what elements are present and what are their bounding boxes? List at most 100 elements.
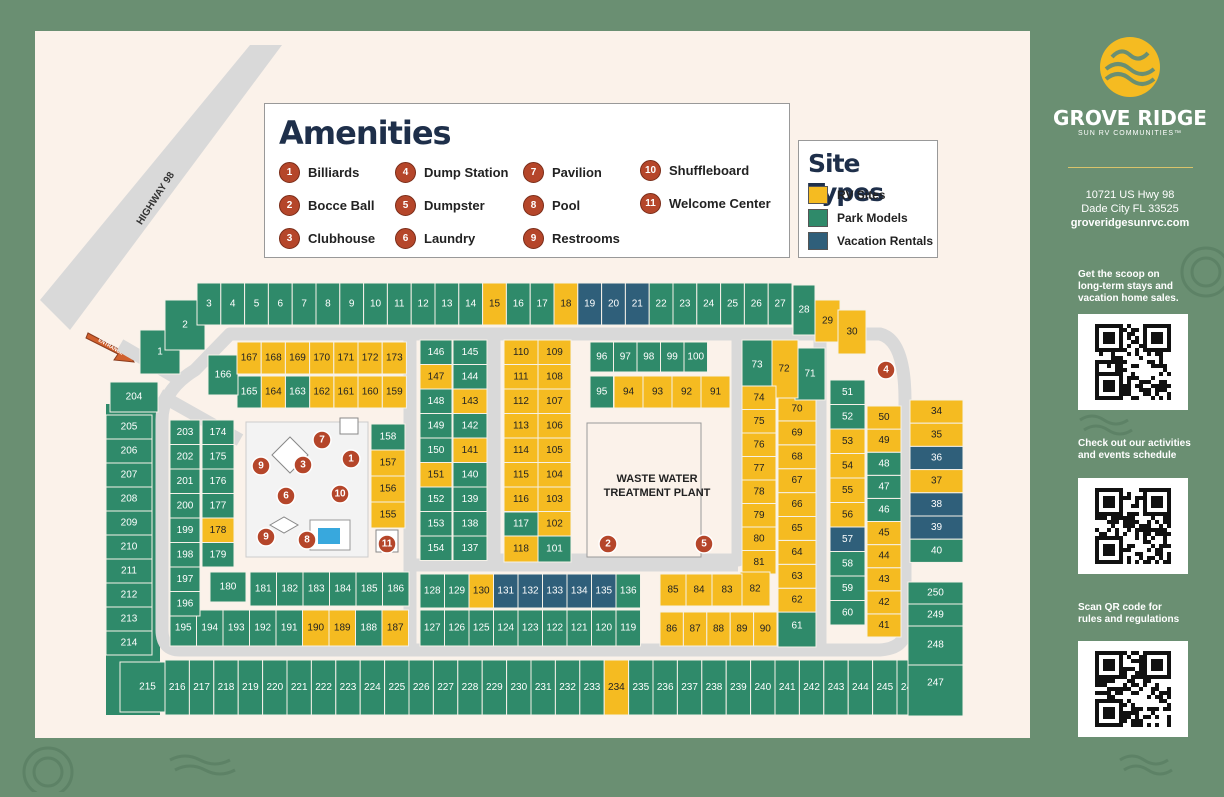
lot-number: 166: [215, 370, 232, 381]
lot-number: 87: [690, 624, 702, 635]
amenity-marker-number: 1: [348, 454, 354, 465]
lot-number: 248: [927, 640, 944, 651]
lot-171: [333, 341, 359, 375]
lot-number: 187: [387, 623, 404, 634]
qr-pattern-icon: [1095, 324, 1171, 400]
lot-number: 98: [643, 352, 655, 363]
lot-163: [284, 375, 311, 409]
lot-224: [359, 659, 386, 716]
lot-number: 71: [804, 369, 816, 380]
lot-number: 175: [210, 451, 227, 462]
lot-130: [468, 573, 494, 609]
lot-number: 1: [157, 347, 163, 358]
lot-number: 88: [713, 624, 725, 635]
lot-147: [419, 364, 453, 390]
lot-number: 168: [265, 353, 282, 364]
lot-145: [452, 339, 488, 365]
lot-number: 221: [291, 682, 308, 693]
lot-85: [659, 573, 687, 607]
lot-number: 74: [753, 392, 765, 403]
lot-number: 22: [656, 299, 668, 310]
lot-number: 242: [803, 682, 820, 693]
amenity-badge: 5: [395, 195, 416, 216]
amenity-marker-number: 4: [883, 365, 889, 376]
lot-number: 2: [182, 320, 188, 331]
lot-number: 152: [428, 494, 445, 505]
lot-number: 10: [370, 299, 382, 310]
brand-tagline: SUN RV COMMUNITIES™: [1077, 130, 1183, 137]
lot-90: [753, 611, 778, 647]
lot-number: 57: [842, 534, 854, 545]
qr-code-2[interactable]: [1078, 478, 1188, 574]
lot-number: 163: [289, 387, 306, 398]
website-link[interactable]: groveridgesunrvc.com: [1070, 217, 1190, 229]
lot-number: 196: [177, 598, 194, 609]
lot-number: 27: [775, 299, 787, 310]
lot-55: [829, 477, 866, 503]
lot-71: [794, 347, 826, 401]
lot-number: 69: [791, 427, 803, 438]
lot-number: 234: [608, 682, 625, 693]
amenity-marker-number: 9: [258, 461, 264, 472]
qr-code-1[interactable]: [1078, 314, 1188, 410]
waste-water-plant: WASTE WATER TREATMENT PLANT: [586, 422, 711, 558]
lot-number: 111: [513, 371, 529, 382]
lot-184: [329, 571, 357, 607]
lot-242: [798, 659, 825, 716]
promo-2: Check out our activities and events sche…: [1078, 438, 1198, 462]
lot-51: [829, 379, 866, 405]
lot-number: 144: [462, 371, 479, 382]
lot-number: 233: [584, 682, 601, 693]
lot-number: 165: [241, 387, 258, 398]
lot-237: [676, 659, 703, 716]
waste-plant-line1: WASTE WATER: [616, 473, 697, 485]
lot-number: 119: [620, 623, 636, 634]
qr-pattern-icon: [1095, 488, 1171, 564]
site-type-label: Park Models: [837, 211, 908, 225]
lot-number: 14: [465, 299, 477, 310]
lot-number: 129: [448, 586, 465, 597]
lot-number: 58: [842, 558, 854, 569]
lot-190: [302, 609, 330, 647]
lot-number: 205: [121, 422, 138, 433]
lot-120: [591, 609, 617, 647]
lot-number: 6: [278, 299, 284, 310]
lot-number: 38: [931, 499, 943, 510]
lot-number: 227: [437, 682, 454, 693]
lot-250: [907, 581, 964, 605]
lot-number: 162: [313, 387, 330, 398]
lot-number: 200: [177, 500, 194, 511]
lot-139: [452, 486, 488, 512]
amenity-marker-4: [876, 360, 896, 380]
amenity-badge: 7: [523, 162, 544, 183]
lot-number: 182: [281, 584, 298, 595]
lot-number: 133: [546, 586, 563, 597]
lot-107: [537, 388, 572, 414]
lot-number: 113: [513, 420, 529, 431]
lot-number: 26: [751, 299, 763, 310]
lot-189: [328, 609, 356, 647]
lot-number: 154: [428, 543, 445, 554]
lot-198: [169, 542, 201, 568]
promo-3-line2: rules and regulations: [1078, 614, 1180, 625]
lot-number: 176: [210, 476, 227, 487]
lot-154: [419, 535, 453, 561]
amenity-badge: 8: [523, 195, 544, 216]
qr-code-3[interactable]: [1078, 641, 1188, 737]
lot-number: 241: [779, 682, 796, 693]
lot-number: 84: [693, 585, 705, 596]
lot-181: [249, 571, 277, 607]
lot-216: [164, 659, 190, 716]
lot-202: [169, 444, 201, 470]
amenity-label: Clubhouse: [308, 231, 376, 246]
lot-number: 66: [791, 499, 803, 510]
lot-number: 202: [177, 451, 194, 462]
lot-number: 34: [931, 406, 943, 417]
lot-number: 13: [441, 299, 453, 310]
brand-name: GROVE RIDGE: [1053, 106, 1207, 130]
